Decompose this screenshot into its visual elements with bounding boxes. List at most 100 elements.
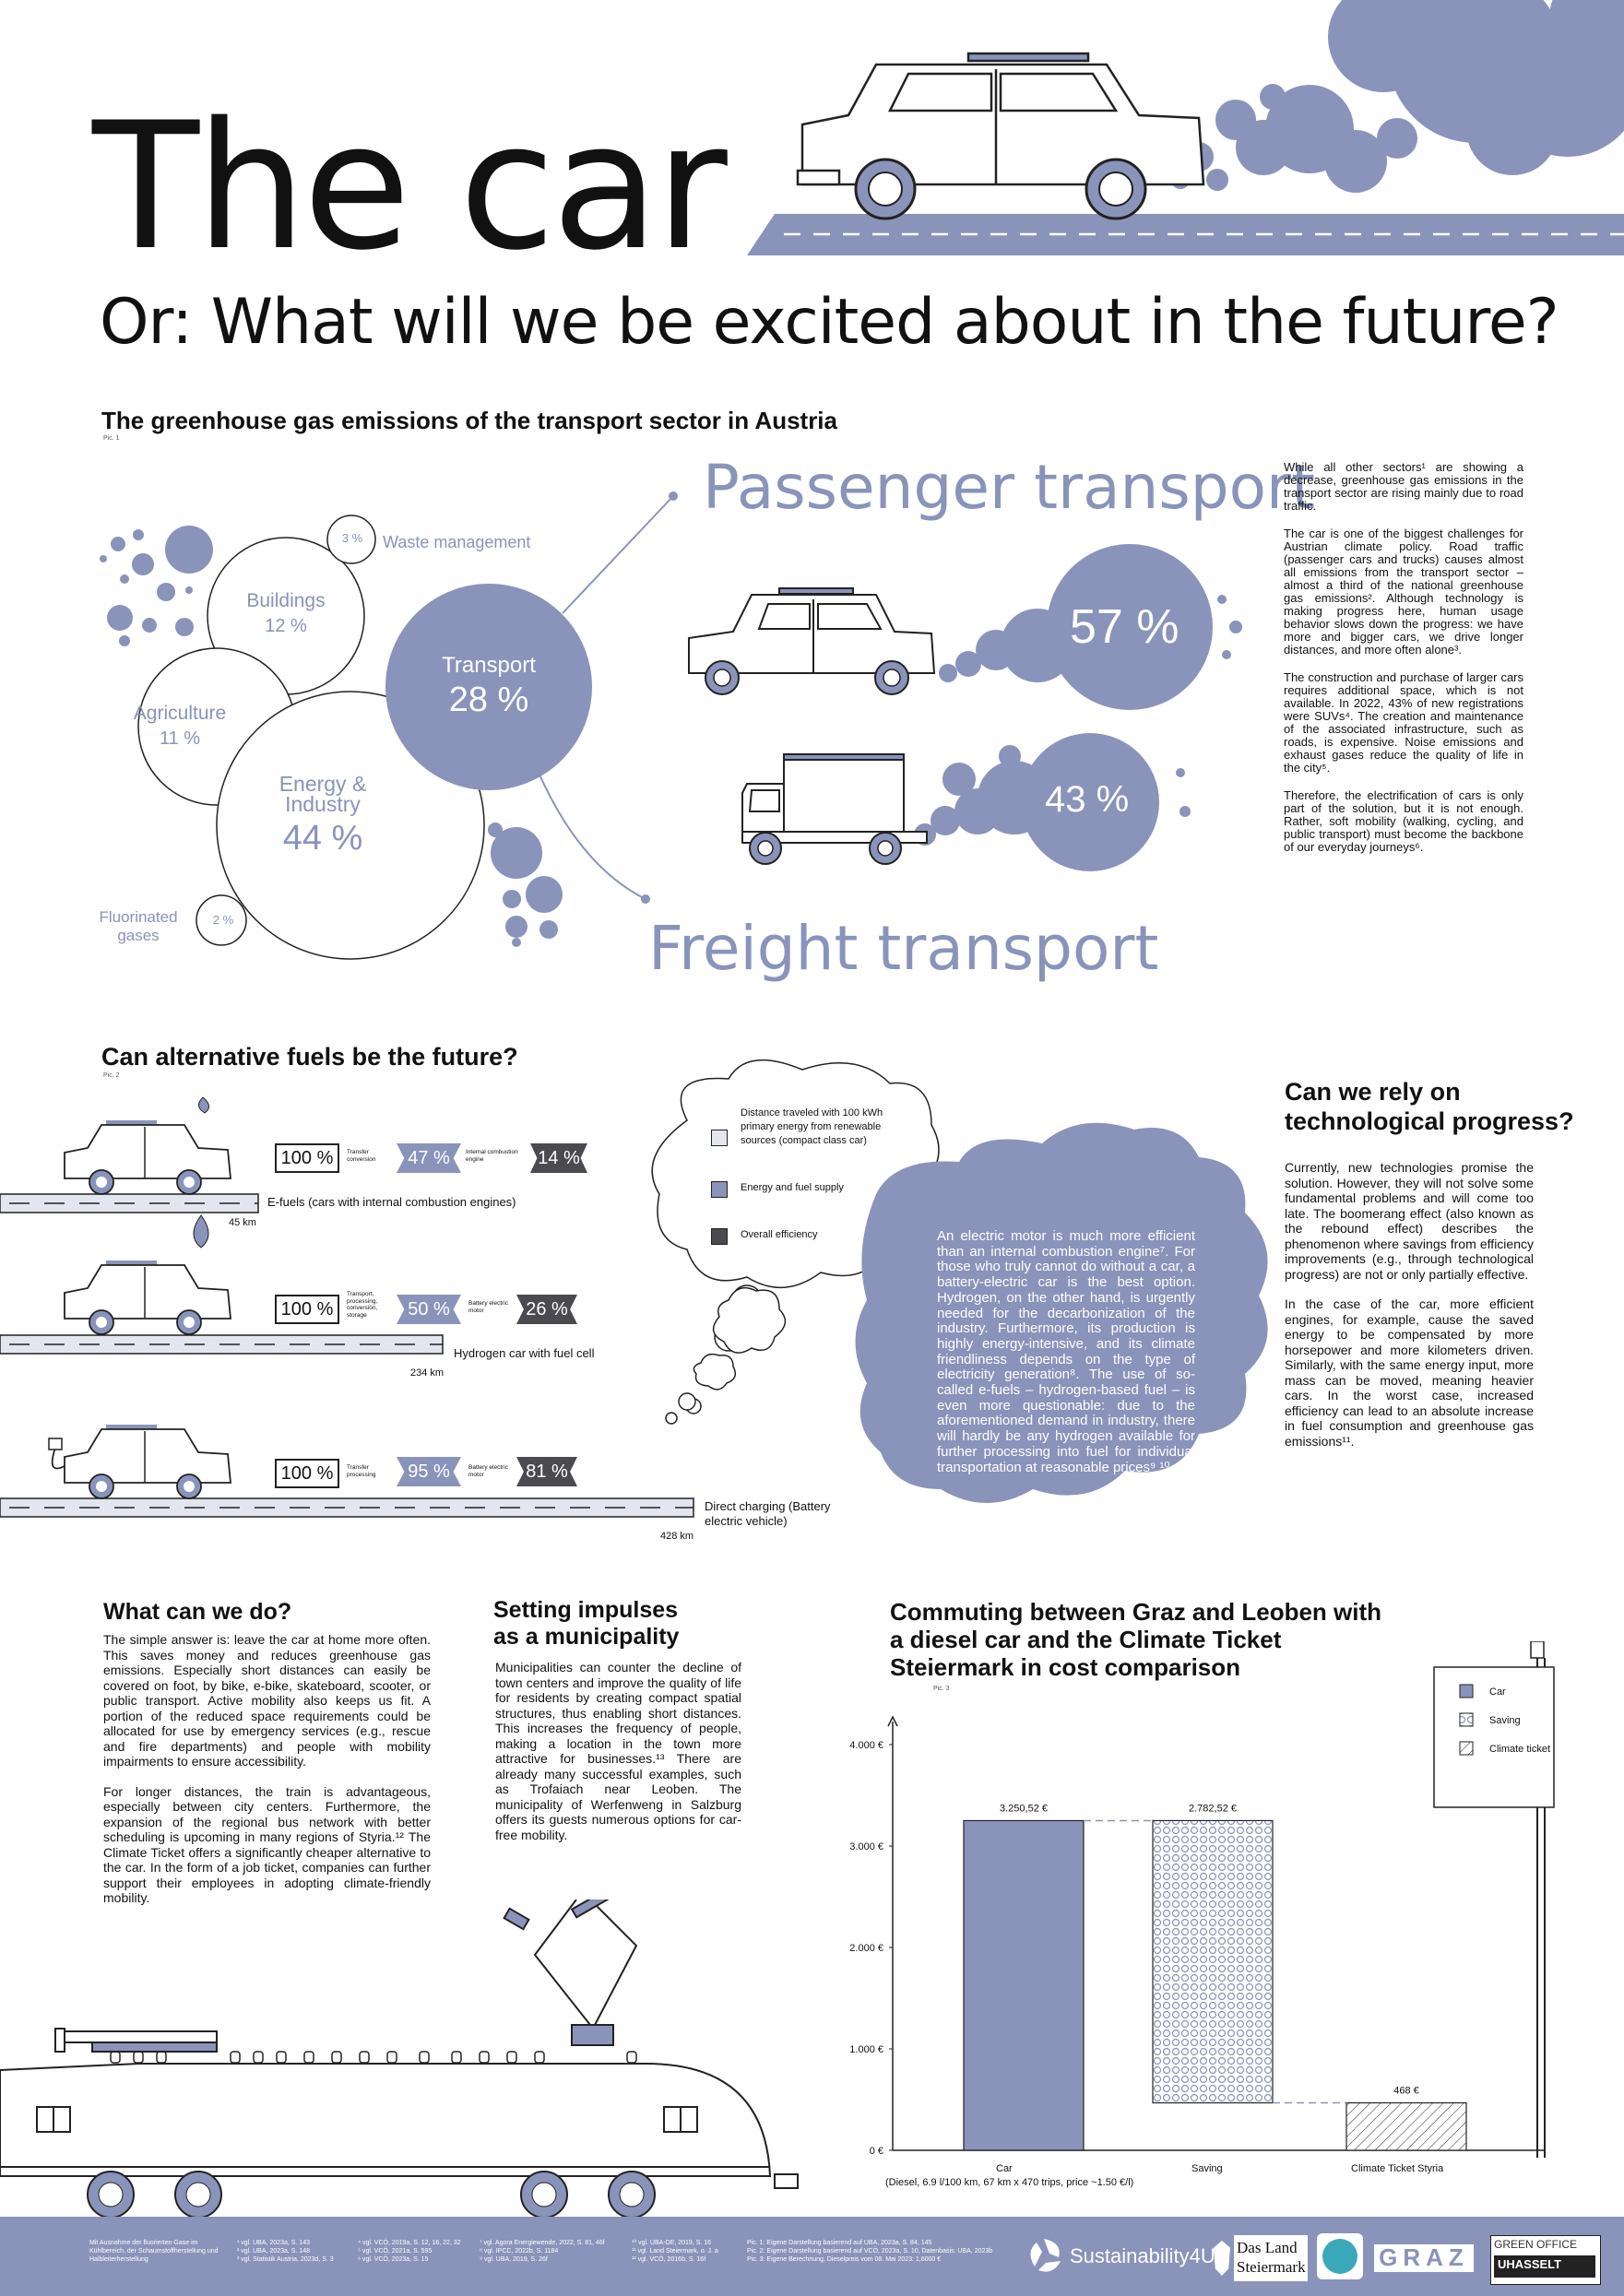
green-office-text: GREEN OFFICE [1494, 2238, 1578, 2251]
pic-3-label: Pic. 3 [933, 1686, 950, 1692]
sustainability-logo-icon [1030, 2239, 1061, 2272]
row3-km: 428 km [660, 1531, 694, 1542]
agriculture-label: Agriculture [133, 703, 227, 724]
legend-saving-label: Saving [1489, 1715, 1521, 1726]
what-can-we-do-heading: What can we do? [103, 1599, 292, 1625]
page-subtitle: Or: What will we be excited about in the… [100, 286, 1559, 359]
graz-logo-text: GRAZ [1379, 2243, 1469, 2271]
row1-p3: 14 % [530, 1143, 587, 1173]
passenger-transport-label: Passenger transport [703, 452, 1316, 523]
waste-pct: 3 % [341, 531, 363, 545]
legend-climate-label: Climate ticket [1489, 1744, 1551, 1755]
partner-logo-badge [1317, 2233, 1363, 2279]
paragraph: The car is one of the biggest challenges… [1284, 527, 1523, 657]
row2-km: 234 km [410, 1367, 445, 1379]
bar-value-label: 468 € [1393, 2086, 1419, 2097]
y-tick-label: 1.000 € [849, 2044, 883, 2055]
paragraph: For longer distances, the train is advan… [103, 1783, 431, 1906]
uhasselt-bar [1494, 2255, 1595, 2278]
energy-label-1: Energy & [279, 772, 367, 796]
paragraph: The construction and purchase of larger … [1284, 670, 1523, 775]
legend-energy-label: Energy and fuel supply [741, 1182, 844, 1193]
row1-p1: 100 % [275, 1143, 339, 1173]
freight-transport-label: Freight transport [648, 913, 1159, 984]
row1-km: 45 km [229, 1217, 256, 1228]
bar-climate-ticket [1345, 2101, 1467, 2151]
sustainability-logo-text: Sustainability4U [1070, 2244, 1215, 2267]
coat-of-arms-icon [1214, 2241, 1230, 2276]
legend-overall-swatch [711, 1228, 728, 1245]
section5-text: Municipalities can counter the decline o… [495, 1660, 741, 1842]
transport-vehicles-illustration [688, 544, 1242, 871]
footnote-5: Pic. 1: Eigene Darstellung basierend auf… [747, 2240, 993, 2263]
waste-label: Waste management [383, 533, 531, 551]
row3-step1: Transfer processing [347, 1464, 376, 1478]
municipality-heading-1: Setting impulses [493, 1597, 679, 1623]
paragraph: The simple answer is: leave the car at h… [103, 1632, 431, 1769]
footnote-1: ¹ vgl. UBA, 2023a, S. 143 ² vgl. UBA, 20… [237, 2240, 334, 2263]
paragraph: In the case of the car, more efficient e… [1285, 1296, 1534, 1449]
emissions-heading: The greenhouse gas emissions of the tran… [101, 407, 837, 434]
train-illustration [0, 1900, 799, 2219]
row3-p3: 81 % [516, 1457, 577, 1486]
graz-logo-box [1374, 2244, 1474, 2272]
row1-step2: Internal combustion engine [466, 1149, 518, 1163]
emissions-bubble-diagram [100, 491, 678, 960]
section3-text: Currently, new technologies promise the … [1285, 1160, 1534, 1449]
y-tick-label: 4.000 € [849, 1740, 883, 1751]
alt-fuels-heading: Can alternative fuels be the future? [101, 1043, 518, 1071]
legend-energy-swatch [711, 1181, 728, 1198]
row1-p2: 47 % [397, 1143, 461, 1173]
energy-pct: 44 % [282, 819, 363, 858]
x-label-climate: Climate Ticket Styria [1351, 2163, 1444, 2174]
buildings-label: Buildings [246, 590, 326, 611]
y-tick-label: 2.000 € [849, 1943, 883, 1954]
pic-1-label: Pic. 1 [103, 435, 120, 442]
x-label-saving: Saving [1191, 2163, 1223, 2174]
page-title: The car [92, 85, 728, 289]
bar-value-label: 2.782,52 € [1189, 1803, 1237, 1814]
tech-progress-heading: Can we rely on technological progress? [1285, 1078, 1574, 1135]
municipality-heading-2: as a municipality [493, 1624, 680, 1650]
row1-step1: Transfer conversion [347, 1149, 376, 1163]
transport-pct: 28 % [448, 681, 529, 719]
row1-label: E-fuels (cars with internal combustion e… [267, 1195, 516, 1209]
paragraph: While all other sectors¹ are showing a d… [1284, 460, 1523, 513]
legend-distance-label: Distance traveled with 100 kWh primary e… [741, 1107, 883, 1146]
x-label-car: Car [996, 2163, 1013, 2174]
footnote-0: Mit Ausnahme der fluorierten Gase im Küh… [89, 2240, 219, 2263]
pic-2-label: Pic. 2 [103, 1072, 120, 1079]
row2-step2: Battery electric motor [468, 1300, 508, 1314]
energy-label-2: Industry [285, 792, 361, 816]
header-car-illustration [747, 0, 1624, 255]
legend-distance-swatch [711, 1130, 728, 1146]
x-note: (Diesel, 6.9 l/100 km, 67 km x 470 trips… [885, 2177, 1134, 2188]
cost-comparison-heading: Commuting between Graz and Leoben with a… [890, 1598, 1382, 1681]
row3-label: Direct charging (Battery electric vehicl… [705, 1499, 831, 1528]
row2-label: Hydrogen car with fuel cell [454, 1346, 595, 1360]
freight-pct: 43 % [1045, 779, 1130, 820]
cost-comparison-chart: 0 €1.000 €2.000 €3.000 €4.000 € 3.250,52… [849, 1641, 1555, 2158]
fluorinated-label-2: gases [117, 927, 160, 944]
fluorinated-pct: 2 % [212, 913, 234, 927]
land-logo-line1: Das Land [1237, 2239, 1298, 2256]
buildings-pct: 12 % [265, 616, 307, 636]
bar-car [963, 1819, 1085, 2151]
land-logo-line2: Steiermark [1237, 2258, 1306, 2276]
y-tick-label: 0 € [870, 2146, 883, 2157]
footnote-2: ⁴ vgl. VCÖ, 2019a, S. 12, 16, 22, 32 ⁵ v… [358, 2240, 461, 2263]
row3-step2: Battery electric motor [468, 1464, 508, 1478]
legend-overall-label: Overall efficiency [741, 1229, 818, 1240]
footnote-4: ¹⁰ vgl. UBA-DE, 2019, S. 16 ¹¹ vgl. Land… [632, 2240, 718, 2263]
section4-text: The simple answer is: leave the car at h… [103, 1632, 431, 1906]
bar-value-label: 3.250,52 € [1000, 1803, 1048, 1814]
row2-p2: 50 % [397, 1295, 461, 1324]
paragraph: Currently, new technologies promise the … [1285, 1160, 1534, 1282]
cloud-text: An electric motor is much more efficient… [937, 1228, 1195, 1475]
footnote-3: ⁷ vgl. Agora Energiewende, 2022, S. 81, … [480, 2240, 605, 2263]
row3-p2: 95 % [397, 1457, 461, 1486]
row2-p1: 100 % [275, 1295, 339, 1324]
row3-p1: 100 % [275, 1459, 339, 1488]
fuel-efficiency-illustration [0, 1097, 694, 1518]
row2-p3: 26 % [516, 1295, 577, 1324]
